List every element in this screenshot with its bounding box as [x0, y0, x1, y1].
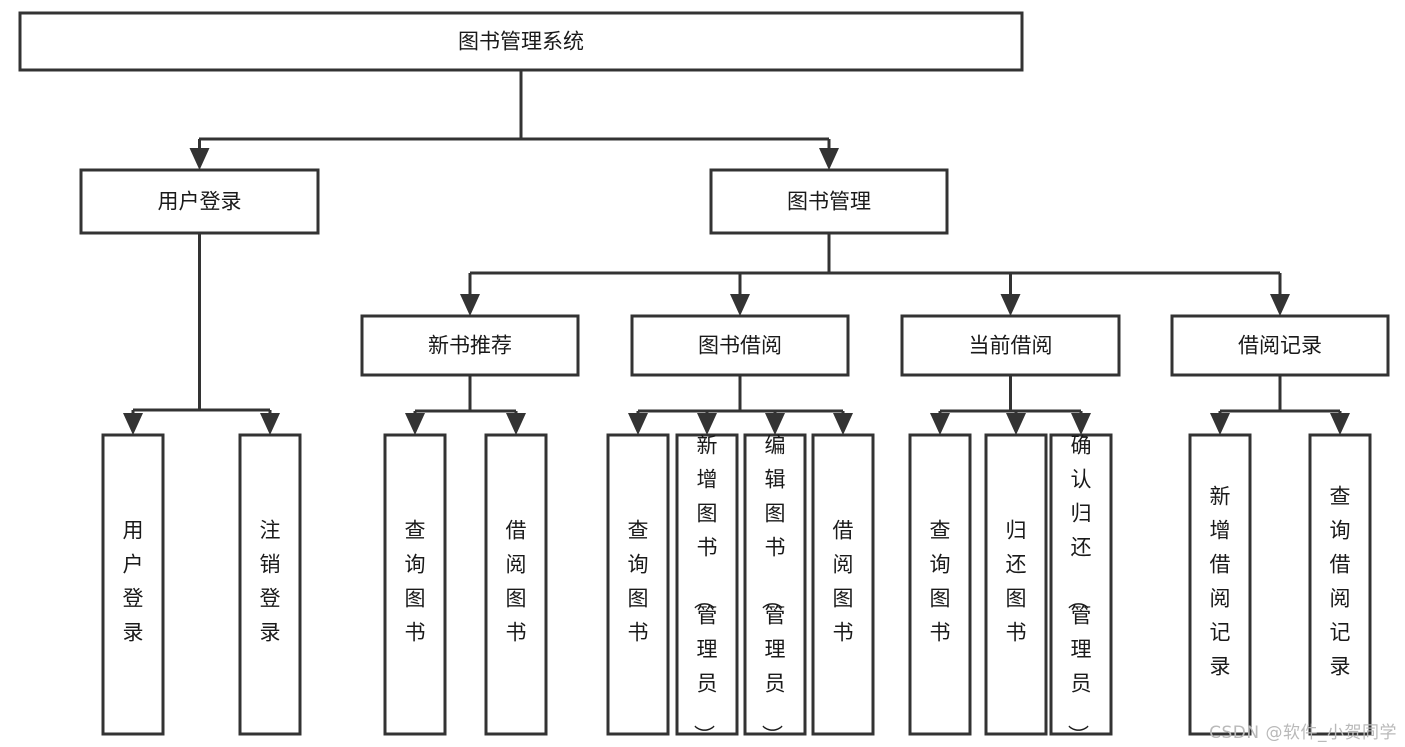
node-box-book-manage: [709, 168, 949, 235]
node-box-current-borrow: [900, 314, 1121, 377]
node-label-current-borrow: 当前借阅: [969, 334, 1053, 358]
node-label-leaf-bb-borrow-book: 借阅图书: [833, 519, 854, 645]
node-leaf-user-login[interactable]: 用户登录: [101, 433, 165, 736]
node-current-borrow[interactable]: 当前借阅: [900, 314, 1121, 377]
node-leaf-cb-return-book[interactable]: 归还图书: [984, 433, 1048, 736]
node-box-leaf-bb-edit-book: [743, 433, 807, 736]
node-box-leaf-br-query-record: [1308, 433, 1372, 736]
node-box-user-login: [79, 168, 320, 235]
edge-book-manage-to-new-book-rec-arrowhead: [460, 294, 480, 316]
node-label-leaf-bb-add-book: 新增图书（管理员）: [692, 434, 718, 746]
edge-book-borrow-to-leaf-bb-query-book-arrowhead: [628, 413, 648, 435]
node-root[interactable]: 图书管理系统: [18, 11, 1024, 72]
node-new-book-rec[interactable]: 新书推荐: [360, 314, 580, 377]
edge-book-manage-to-book-borrow-arrowhead: [730, 294, 750, 316]
edge-current-borrow-to-leaf-cb-return-book-arrowhead: [1006, 413, 1026, 435]
node-label-leaf-cb-return-book: 归还图书: [1006, 519, 1027, 645]
edge-book-borrow-to-leaf-bb-edit-book-arrowhead: [765, 413, 785, 435]
node-leaf-user-logout[interactable]: 注销登录: [238, 433, 302, 736]
edge-user-login-to-leaf-user-login-arrowhead: [123, 413, 143, 435]
node-leaf-br-query-record[interactable]: 查询借阅记录: [1308, 433, 1372, 736]
node-label-borrow-record: 借阅记录: [1238, 334, 1322, 358]
node-book-manage[interactable]: 图书管理: [709, 168, 949, 235]
edge-layer: [123, 70, 1350, 435]
node-leaf-cb-confirm-return[interactable]: 确认归还（管理员）: [1049, 433, 1113, 746]
node-box-leaf-bb-query-book: [606, 433, 670, 736]
csdn-watermark: CSDN @软件_小贺同学: [1209, 723, 1397, 743]
node-label-leaf-bb-query-book: 查询图书: [628, 519, 649, 645]
node-box-leaf-rec-borrow-book: [484, 433, 548, 736]
node-borrow-record[interactable]: 借阅记录: [1170, 314, 1390, 377]
node-leaf-bb-borrow-book[interactable]: 借阅图书: [811, 433, 875, 736]
node-label-user-login: 用户登录: [158, 190, 242, 214]
node-label-leaf-rec-borrow-book: 借阅图书: [506, 519, 527, 645]
edge-book-borrow-to-leaf-bb-borrow-book-arrowhead: [833, 413, 853, 435]
node-label-new-book-rec: 新书推荐: [428, 334, 512, 358]
node-box-leaf-cb-confirm-return: [1049, 433, 1113, 736]
node-leaf-rec-borrow-book[interactable]: 借阅图书: [484, 433, 548, 736]
node-label-leaf-bb-edit-book: 编辑图书（管理员）: [760, 434, 786, 746]
node-leaf-cb-query-book[interactable]: 查询图书: [908, 433, 972, 736]
node-label-leaf-rec-query-book: 查询图书: [405, 519, 426, 645]
edge-book-borrow-to-leaf-bb-add-book-arrowhead: [697, 413, 717, 435]
edge-current-borrow-to-leaf-cb-query-book-arrowhead: [930, 413, 950, 435]
node-label-leaf-user-logout: 注销登录: [260, 519, 281, 645]
edge-book-manage-to-current-borrow-arrowhead: [1000, 294, 1021, 316]
edge-new-book-rec-to-leaf-rec-query-book-arrowhead: [405, 413, 425, 435]
node-box-book-borrow: [630, 314, 850, 377]
edge-borrow-record-to-leaf-br-add-record-arrowhead: [1210, 413, 1230, 435]
node-user-login[interactable]: 用户登录: [79, 168, 320, 235]
node-label-leaf-br-query-record: 查询借阅记录: [1330, 485, 1351, 679]
node-layer: 图书管理系统用户登录图书管理新书推荐图书借阅当前借阅借阅记录用户登录注销登录查询…: [18, 11, 1390, 746]
node-box-leaf-bb-add-book: [675, 433, 739, 736]
node-box-leaf-user-login: [101, 433, 165, 736]
node-box-new-book-rec: [360, 314, 580, 377]
edge-user-login-to-leaf-user-logout-arrowhead: [260, 413, 280, 435]
node-leaf-br-add-record[interactable]: 新增借阅记录: [1188, 433, 1252, 736]
node-label-leaf-cb-query-book: 查询图书: [930, 519, 951, 645]
node-label-leaf-user-login: 用户登录: [123, 519, 144, 645]
node-leaf-bb-edit-book[interactable]: 编辑图书（管理员）: [743, 433, 807, 746]
node-box-leaf-user-logout: [238, 433, 302, 736]
node-label-book-borrow: 图书借阅: [698, 334, 782, 358]
node-label-root: 图书管理系统: [458, 30, 584, 54]
edge-root-to-book-manage-arrowhead: [819, 148, 839, 170]
node-box-leaf-bb-borrow-book: [811, 433, 875, 736]
node-box-leaf-cb-query-book: [908, 433, 972, 736]
edge-new-book-rec-to-leaf-rec-borrow-book-arrowhead: [506, 413, 526, 435]
edge-book-manage-to-borrow-record-arrowhead: [1270, 294, 1290, 316]
node-box-leaf-cb-return-book: [984, 433, 1048, 736]
node-box-borrow-record: [1170, 314, 1390, 377]
node-leaf-rec-query-book[interactable]: 查询图书: [383, 433, 447, 736]
node-label-book-manage: 图书管理: [787, 190, 871, 214]
edge-borrow-record-to-leaf-br-query-record-arrowhead: [1330, 413, 1350, 435]
edge-current-borrow-to-leaf-cb-confirm-return-arrowhead: [1071, 413, 1091, 435]
edge-root-to-user-login-arrowhead: [189, 148, 210, 170]
node-leaf-bb-query-book[interactable]: 查询图书: [606, 433, 670, 736]
node-box-leaf-br-add-record: [1188, 433, 1252, 736]
node-label-leaf-br-add-record: 新增借阅记录: [1210, 485, 1231, 679]
node-book-borrow[interactable]: 图书借阅: [630, 314, 850, 377]
node-leaf-bb-add-book[interactable]: 新增图书（管理员）: [675, 433, 739, 746]
node-box-leaf-rec-query-book: [383, 433, 447, 736]
node-box-root: [18, 11, 1024, 72]
node-label-leaf-cb-confirm-return: 确认归还（管理员）: [1066, 434, 1092, 746]
